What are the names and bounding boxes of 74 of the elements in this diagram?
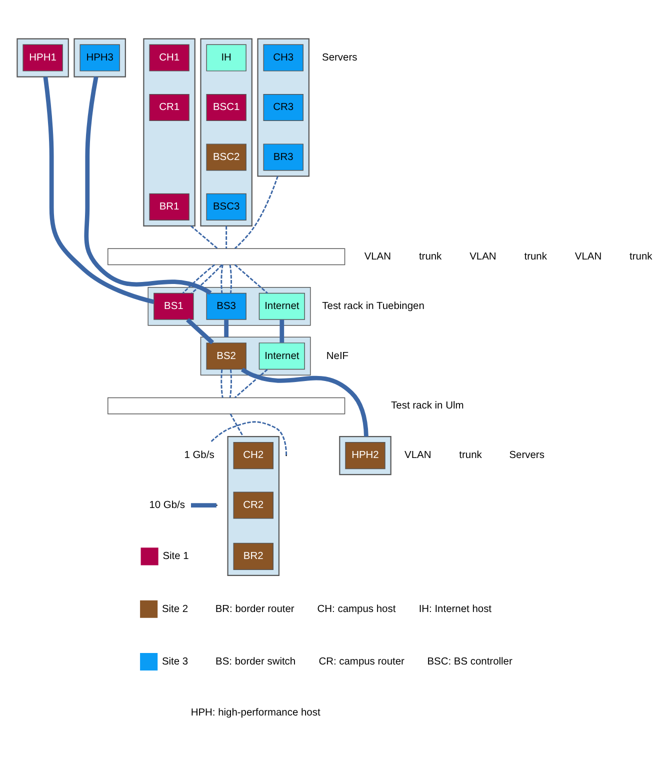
label: Test rack in Ulm — [391, 400, 464, 412]
label: VLAN — [470, 250, 496, 262]
node-bar — [108, 248, 346, 265]
node-box: CR1 — [149, 93, 190, 121]
node-box: CH3 — [263, 44, 304, 71]
label: VLAN — [574, 250, 602, 262]
connector — [234, 264, 268, 294]
label: trunk — [459, 450, 482, 461]
node-box: HPH2 — [345, 442, 386, 469]
label: BSC: BS controller — [427, 656, 512, 667]
cluster — [74, 38, 126, 77]
connector — [84, 76, 212, 294]
legend-label: Site 3 — [162, 656, 188, 667]
label: CR: campus router — [318, 656, 404, 667]
label: Servers — [509, 450, 544, 461]
cluster — [200, 38, 252, 226]
label: BS: border switch — [216, 656, 296, 667]
connector — [220, 368, 224, 398]
label: trunk — [524, 250, 547, 262]
label: VLAN — [404, 450, 432, 461]
legend-label: 10 Gb/s — [149, 499, 185, 510]
legend-label: Site 2 — [162, 603, 188, 614]
label: Servers — [322, 52, 358, 63]
node-box: CH2 — [233, 442, 274, 469]
connector — [230, 413, 244, 436]
cluster — [227, 435, 280, 576]
connector — [240, 367, 368, 436]
cluster — [148, 286, 311, 326]
connector — [226, 225, 228, 248]
node-box: BR1 — [149, 192, 190, 220]
label: NeIF — [326, 350, 349, 362]
node-box: Internet — [258, 342, 305, 370]
node-box: BSC3 — [206, 192, 246, 220]
node-bar — [108, 396, 346, 414]
label: IH: Internet host — [418, 603, 492, 614]
node-box: BS1 — [154, 292, 194, 320]
cluster — [16, 38, 69, 77]
node-box: CR2 — [233, 491, 274, 518]
node-box: BR2 — [233, 542, 274, 570]
node-box: HPH3 — [80, 44, 120, 71]
label: Test rack in Tuebingen — [322, 300, 424, 312]
label: BR: border router — [215, 603, 294, 614]
cluster — [257, 38, 310, 176]
connector — [220, 264, 224, 293]
connector — [191, 264, 223, 294]
connector — [234, 176, 278, 248]
legend-label: Site 1 — [162, 550, 189, 562]
label: HPH: high-performance host — [190, 707, 320, 718]
node-box: CR3 — [263, 93, 304, 121]
connector — [43, 76, 154, 304]
connector — [182, 264, 216, 294]
node-box: BS3 — [206, 292, 246, 320]
connector — [229, 368, 232, 398]
connector — [229, 264, 232, 293]
legend-label: 1 Gb/s — [184, 450, 214, 461]
connector — [224, 319, 229, 337]
node-box: BSC2 — [206, 143, 246, 170]
node-box: BSC1 — [206, 93, 246, 121]
connector — [190, 224, 218, 248]
label: trunk — [630, 250, 652, 262]
node-box: IH — [206, 44, 246, 71]
node-box: CH1 — [149, 44, 190, 71]
node-box: Internet — [258, 292, 305, 320]
node-box: BR3 — [263, 143, 304, 170]
connector — [234, 368, 268, 398]
node-box: HPH1 — [22, 44, 63, 71]
node-box: BS2 — [206, 342, 246, 370]
cluster — [339, 435, 392, 475]
label: trunk — [418, 250, 442, 262]
cluster — [200, 336, 311, 375]
connector — [280, 319, 284, 342]
label: CH: campus host — [317, 603, 396, 614]
label: VLAN — [364, 250, 392, 262]
cluster — [143, 38, 196, 226]
